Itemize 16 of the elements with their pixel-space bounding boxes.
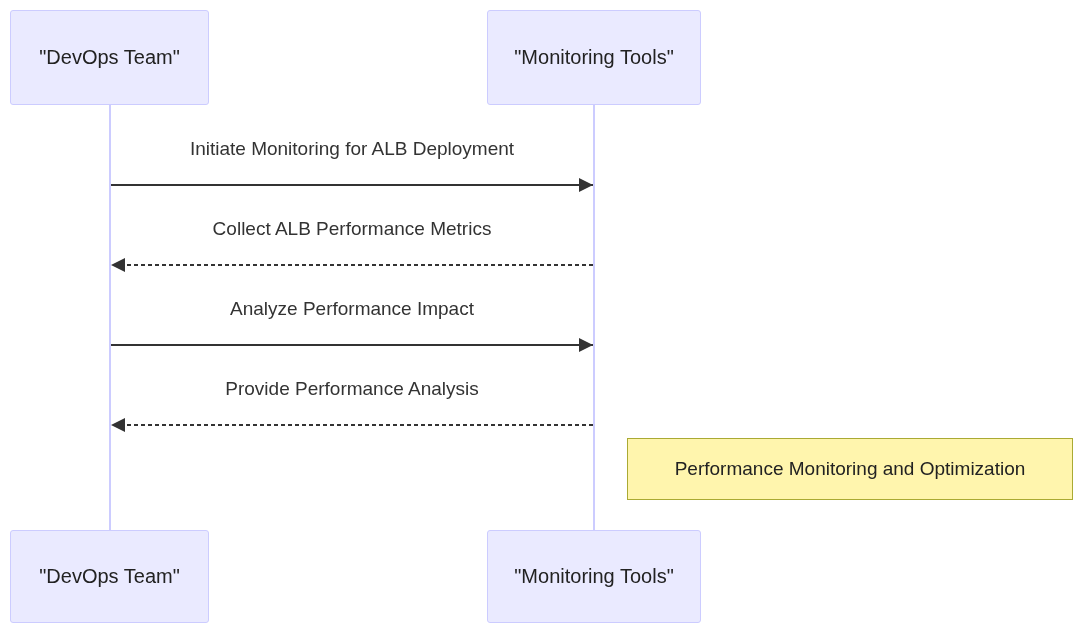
participant-box xyxy=(487,10,701,105)
note-text: Performance Monitoring and Optimization xyxy=(674,458,1026,480)
participant-box xyxy=(487,530,701,623)
message-arrow xyxy=(110,178,594,192)
participant-label: "Monitoring Tools" xyxy=(514,46,674,69)
lifeline xyxy=(593,105,595,530)
lifeline xyxy=(109,105,111,530)
participant-label: "Monitoring Tools" xyxy=(514,565,674,588)
message-arrow xyxy=(110,338,594,352)
message-arrow xyxy=(110,418,594,432)
participant-box xyxy=(10,10,209,105)
message-arrow xyxy=(110,258,594,272)
participant-label: "DevOps Team" xyxy=(39,46,180,69)
note-box xyxy=(627,438,1073,500)
participant-box xyxy=(10,530,209,623)
participant-label: "DevOps Team" xyxy=(39,565,180,588)
